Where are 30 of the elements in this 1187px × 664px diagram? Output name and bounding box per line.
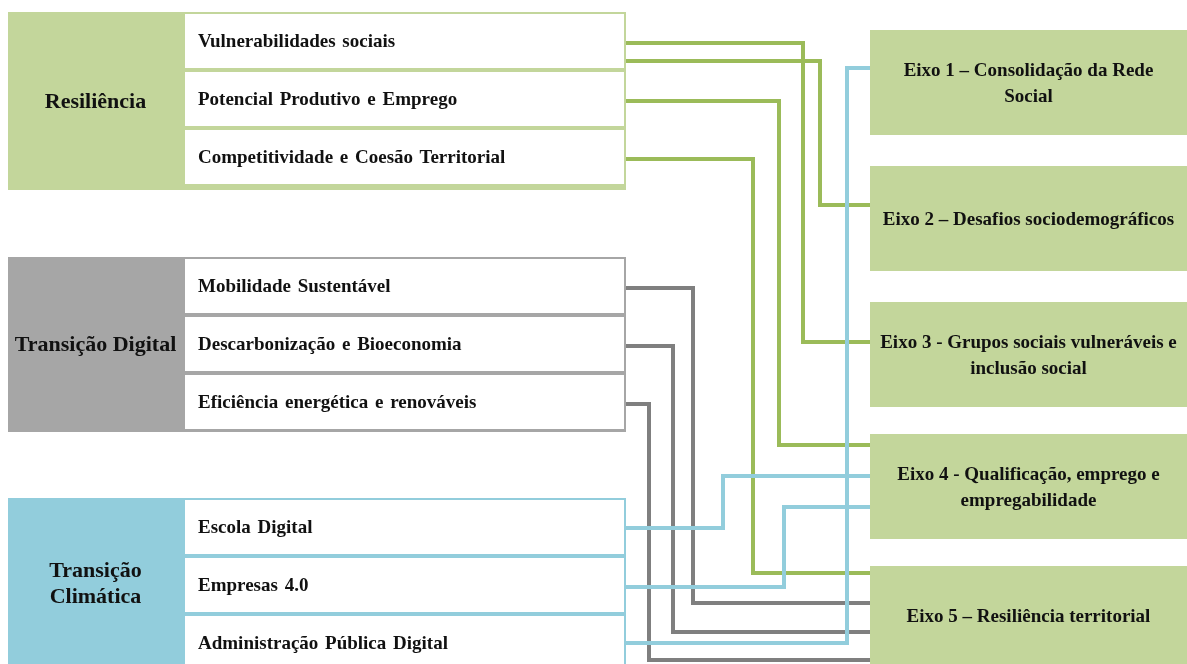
connector-line [626, 286, 870, 605]
connector-line [626, 402, 870, 662]
topic-box: Administração Pública Digital [183, 614, 626, 664]
axis-box: Eixo 2 – Desafios sociodemográficos [870, 166, 1187, 271]
axis-box: Eixo 4 - Qualificação, emprego e empregabilidade [870, 434, 1187, 539]
axis-box: Eixo 3 - Grupos sociais vulneráveis e inclusão social [870, 302, 1187, 407]
connector-line [626, 41, 870, 344]
topic-box: Eficiência energética e renováveis [183, 373, 626, 431]
connector-line [626, 344, 870, 634]
group-label: Resiliência [43, 87, 148, 115]
connector-line [626, 474, 870, 530]
topic-box: Potencial Produtivo e Emprego [183, 70, 626, 128]
topic-box: Escola Digital [183, 498, 626, 556]
topic-box: Competitividade e Coesão Territorial [183, 128, 626, 186]
group-label: Transição Digital [13, 331, 178, 358]
topic-box: Mobilidade Sustentável [183, 257, 626, 315]
connector-line [626, 505, 870, 589]
topic-box: Empresas 4.0 [183, 556, 626, 614]
connector-line [626, 99, 870, 447]
group-label: Transição Climática [48, 556, 143, 610]
topic-box: Vulnerabilidades sociais [183, 12, 626, 70]
connector-line [626, 157, 870, 575]
group-panel [8, 257, 626, 432]
topic-box: Descarbonização e Bioeconomia [183, 315, 626, 373]
axis-box: Eixo 5 – Resiliência territorial [870, 566, 1187, 664]
connector-line [626, 66, 870, 645]
group-panel [8, 498, 626, 664]
axis-box: Eixo 1 – Consolidação da Rede Social [870, 30, 1187, 135]
connector-line [626, 59, 870, 207]
group-panel [8, 12, 626, 190]
